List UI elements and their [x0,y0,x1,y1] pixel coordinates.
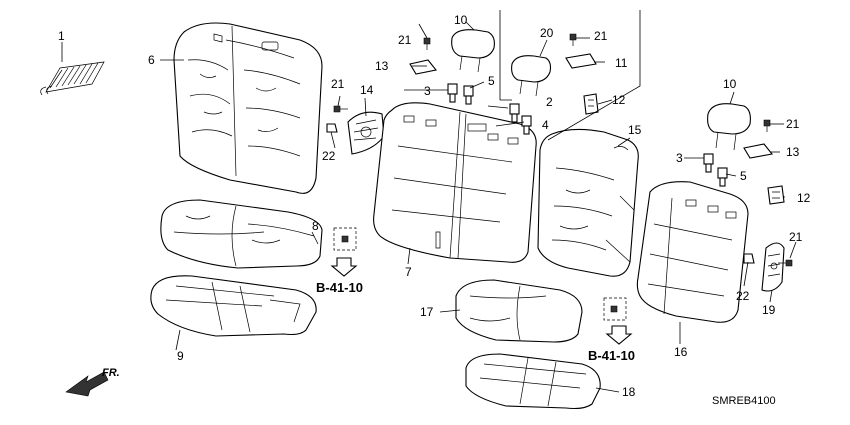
part-21-bolt-right [778,259,793,267]
label-12-b: 12 [797,191,811,205]
label-5-b: 5 [740,169,747,183]
part-9-cushion-pad [150,275,317,337]
part-21-bolt-left [333,105,348,113]
part-16-seat-back-right-trim [636,181,749,323]
part-3-guide-right [703,153,714,173]
label-15: 15 [628,123,642,137]
label-21-b: 21 [594,29,608,43]
label-7: 7 [405,265,412,279]
label-21-d: 21 [786,117,800,131]
part-22-clip-right [743,253,755,264]
ref-bolt-center [603,297,633,345]
part-5-guide-right [717,167,728,187]
ref-bolt-left [330,227,358,277]
part-20-headrest-center [511,55,552,97]
reference-b-41-10-left: B-41-10 [316,280,363,295]
label-10-a: 10 [454,13,468,27]
part-8-seat-cushion [160,199,323,269]
part-11-bezel [565,53,597,69]
label-13-b: 13 [786,145,800,159]
label-22-b: 22 [736,289,750,303]
label-14: 14 [360,83,374,97]
leader-lines [61,21,797,393]
part-2-guide [509,103,520,123]
part-5-guide-center [463,85,474,105]
front-direction-arrow [65,371,109,397]
reference-b-41-10-center: B-41-10 [588,348,635,363]
part-13-bezel-right [743,143,774,159]
part-1-wire-clips [40,61,105,96]
part-15-seat-back-right [537,128,639,277]
label-11: 11 [615,56,628,70]
label-8: 8 [312,219,319,233]
part-10-headrest-left [451,29,495,73]
label-21-c: 21 [331,77,345,91]
part-21-screw-top-left [423,37,431,50]
front-label: FR. [102,367,120,379]
label-6: 6 [148,53,155,67]
label-22-a: 22 [322,149,336,163]
part-18-cushion-pad-center [465,353,601,410]
part-12-release-knob-right [767,185,785,205]
part-21-screw-right [763,119,771,132]
part-7-seat-back-center [373,102,537,263]
label-21-a: 21 [398,33,412,47]
part-4-guide [521,115,532,135]
part-21-screw-top-right [569,33,577,46]
part-10-headrest-right [707,103,751,151]
part-3-guide-center [447,83,458,103]
label-17: 17 [420,305,434,319]
label-20: 20 [540,26,554,40]
diagram-code: SMREB4100 [712,395,776,407]
label-2: 2 [546,95,553,109]
part-6-seat-back [173,22,323,194]
label-19: 19 [762,303,776,317]
label-5-a: 5 [488,74,495,88]
label-13-a: 13 [375,59,389,73]
label-12-a: 12 [612,93,626,107]
label-10-b: 10 [723,77,737,91]
label-21-e: 21 [789,230,803,244]
label-1: 1 [58,29,65,43]
label-18: 18 [622,385,636,399]
label-4: 4 [542,118,549,132]
part-14-hinge-bracket [347,111,385,155]
group-outline [499,10,641,141]
label-3-b: 3 [676,151,683,165]
part-17-seat-cushion-center [455,279,583,343]
label-16: 16 [674,345,688,359]
part-19-hinge-bracket-right [761,242,785,292]
label-3-a: 3 [424,84,431,98]
label-9: 9 [177,349,184,363]
part-12-release-knob-center [583,93,599,115]
part-13-bezel-left [409,59,437,75]
part-22-clip-left [326,123,338,133]
